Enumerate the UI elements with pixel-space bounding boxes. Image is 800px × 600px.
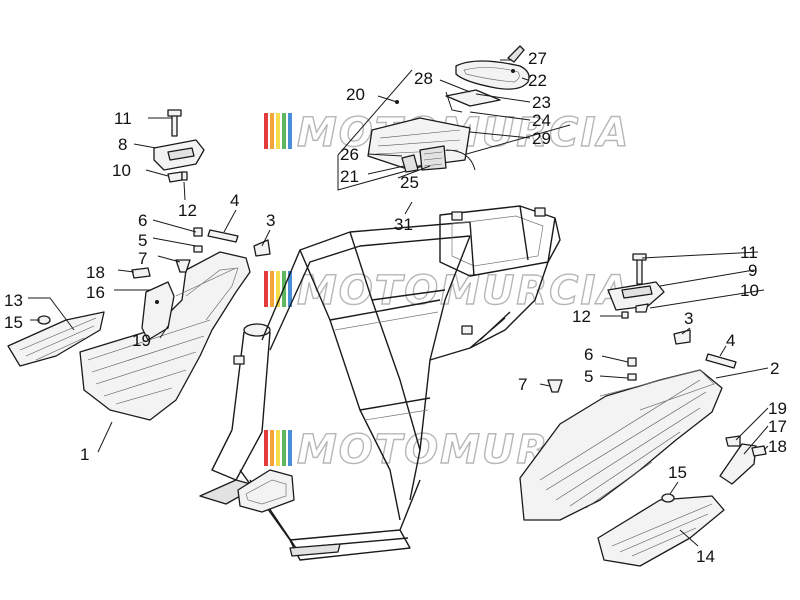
callout-27: 27 <box>528 49 547 68</box>
callout-11-right: 11 <box>740 243 758 262</box>
right-small-plate <box>719 443 757 485</box>
callout-15-right: 15 <box>668 463 687 482</box>
callout-21: 21 <box>340 167 359 186</box>
callout-28: 28 <box>414 69 433 88</box>
watermark-text: MOTOMURCIA <box>297 268 630 314</box>
callout-14: 14 <box>696 547 715 566</box>
callout-4: 4 <box>230 191 239 210</box>
scooter-frame <box>199 205 561 561</box>
callout-16: 16 <box>86 283 105 302</box>
left-fasteners <box>37 109 271 325</box>
callout-2: 2 <box>770 359 779 378</box>
callout-17: 17 <box>768 417 787 436</box>
callout-10: 10 <box>112 161 131 180</box>
callout-25: 25 <box>400 173 419 192</box>
callout-19: 19 <box>132 331 151 350</box>
callout-5-right: 5 <box>584 367 593 386</box>
callout-22: 22 <box>528 71 547 90</box>
callout-7-right: 7 <box>518 375 527 394</box>
callout-12: 12 <box>178 201 197 220</box>
callout-11: 11 <box>114 109 132 128</box>
callout-23: 23 <box>532 93 551 112</box>
watermark-stripes <box>264 113 292 149</box>
callout-18-right: 18 <box>768 437 787 456</box>
left-pillion-footrest <box>153 139 205 183</box>
callout-24: 24 <box>532 111 551 130</box>
callout-7: 7 <box>138 249 147 268</box>
callout-13: 13 <box>4 291 23 310</box>
callout-18: 18 <box>86 263 105 282</box>
callout-12-right: 12 <box>572 307 591 326</box>
callout-3-right: 3 <box>684 309 693 328</box>
callout-5: 5 <box>138 231 147 250</box>
watermark-stripes <box>264 430 292 466</box>
callout-15: 15 <box>4 313 23 332</box>
callout-19-right: 19 <box>768 399 787 418</box>
watermark-middle: MOTOMURCIA <box>264 267 630 315</box>
callout-1: 1 <box>80 445 89 464</box>
callout-31: 31 <box>394 215 413 234</box>
callout-3: 3 <box>266 211 275 230</box>
leader-lines <box>28 59 769 547</box>
right-side-cover <box>519 369 723 521</box>
callout-8: 8 <box>118 135 127 154</box>
callout-labels: 1 13 15 16 18 19 7 5 6 4 3 11 8 10 12 20… <box>4 49 787 566</box>
callout-29: 29 <box>532 129 551 148</box>
callout-6: 6 <box>138 211 147 230</box>
left-side-cover <box>79 251 251 421</box>
left-small-plate <box>141 281 175 341</box>
callout-20: 20 <box>346 85 365 104</box>
right-fasteners <box>547 253 767 503</box>
right-pillion-footrest <box>607 281 665 311</box>
callout-6-right: 6 <box>584 345 593 364</box>
callout-4-right: 4 <box>726 331 735 350</box>
grab-handle <box>455 45 530 90</box>
callout-10-right: 10 <box>740 281 759 300</box>
callout-26: 26 <box>340 145 359 164</box>
callout-9: 9 <box>748 261 757 280</box>
